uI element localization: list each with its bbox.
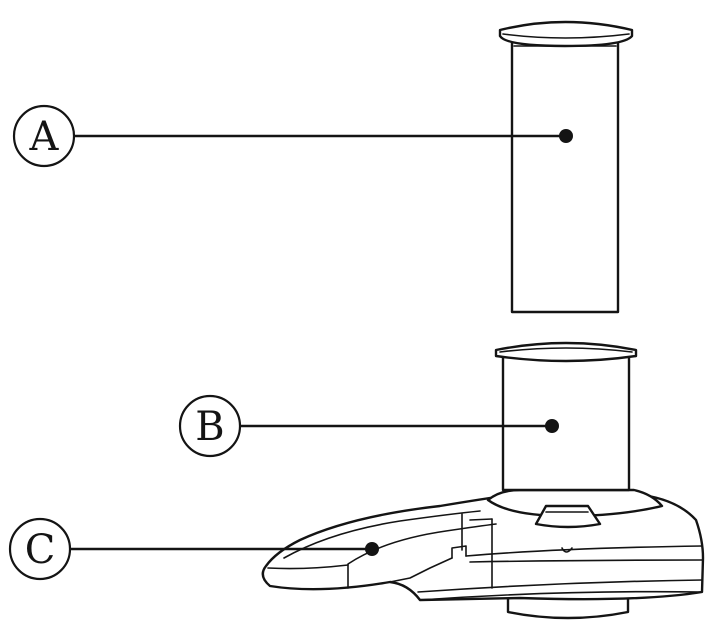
callout-label-a: A	[29, 114, 60, 160]
pusher-part-a	[498, 20, 634, 314]
pointer-dot-a	[559, 129, 573, 143]
callout-circle-a	[12, 104, 76, 168]
pointer-dot-b	[545, 419, 559, 433]
callout-c: C	[8, 517, 379, 581]
callout-circle-c	[8, 517, 72, 581]
callout-a: A	[12, 104, 573, 168]
callout-b: B	[178, 394, 559, 458]
callout-label-c: C	[25, 527, 56, 573]
callout-circle-b	[178, 394, 242, 458]
pointer-dot-c	[365, 542, 379, 556]
callout-label-b: B	[195, 404, 224, 450]
lid-assembly	[261, 341, 705, 620]
